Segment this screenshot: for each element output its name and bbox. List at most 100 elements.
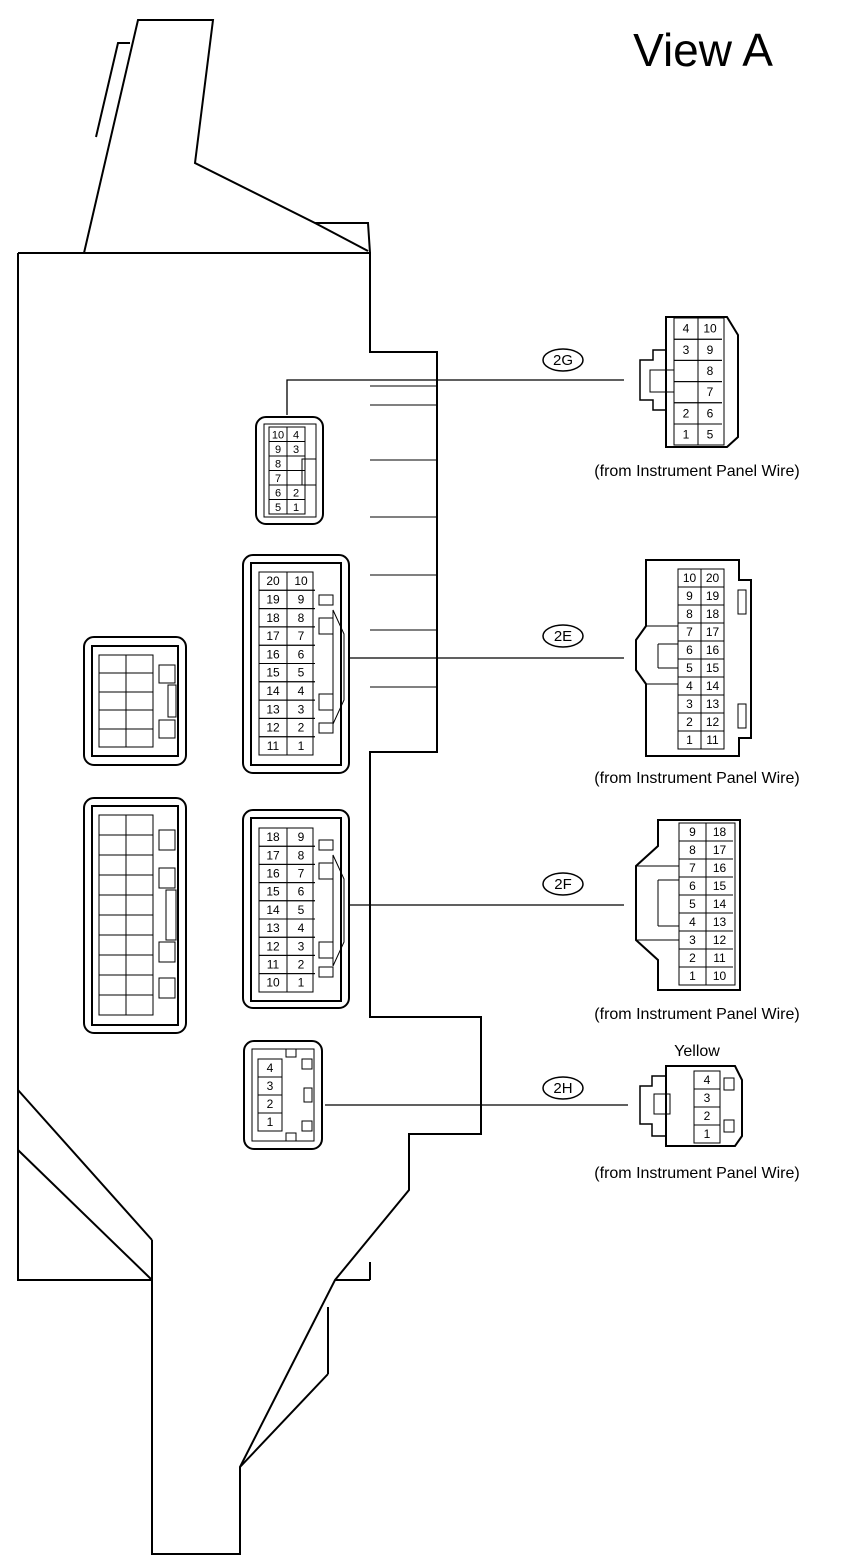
housing-2f-pin: 8 — [298, 848, 305, 862]
housing-2e-pin: 13 — [266, 702, 280, 716]
housing-2f-pin: 7 — [298, 867, 305, 881]
housing-2e-pin: 8 — [298, 611, 305, 625]
connector-id-2e: 2E — [554, 628, 572, 645]
view-title: View A — [633, 24, 773, 76]
housing-2g-pin: 8 — [275, 458, 281, 470]
housing-2g-pin: 1 — [293, 502, 299, 514]
leader-lines — [286, 379, 628, 1106]
housing-2e — [242, 554, 350, 774]
housing-2e-pin: 6 — [298, 647, 305, 661]
housing-2f-pin: 15 — [266, 885, 280, 899]
housing-2e-pin: 20 — [266, 574, 280, 588]
housing-2f-pin: 12 — [266, 939, 280, 953]
housing-2e-pin: 18 — [266, 611, 280, 625]
housing-2h-pin: 2 — [267, 1097, 274, 1111]
face-2e-pin: 7 — [686, 625, 693, 639]
face-2e-pin: 4 — [686, 679, 693, 693]
face-2e-pin: 17 — [706, 625, 720, 639]
housing-2f-pin: 13 — [266, 921, 280, 935]
junction-block-outline — [17, 19, 482, 1555]
face-2f-pin: 18 — [713, 825, 727, 839]
housing-2e-pin: 3 — [298, 702, 305, 716]
face-2e-pin: 1 — [686, 733, 693, 747]
face-2f-pin: 10 — [713, 969, 727, 983]
housing-2g-pin: 3 — [293, 444, 299, 456]
housing-2e-pin: 1 — [298, 739, 305, 753]
housing-2g-pin: 6 — [275, 487, 281, 499]
housing-2e-pin: 14 — [266, 684, 280, 698]
housing-2f-pin: 17 — [266, 848, 280, 862]
face-2e-pin: 16 — [706, 643, 720, 657]
face-2e-pin: 19 — [706, 589, 720, 603]
face-2e-pin: 8 — [686, 607, 693, 621]
face-2h-pin: 4 — [704, 1073, 711, 1087]
housing-2f-pin: 5 — [298, 903, 305, 917]
relay-slots — [370, 385, 437, 688]
housing-2h — [243, 1040, 323, 1150]
face-2f — [635, 819, 741, 991]
housing-2g-pin: 2 — [293, 487, 299, 499]
housing-2e-pin: 2 — [298, 721, 305, 735]
face-2f-pin: 17 — [713, 843, 727, 857]
face-2e-pin: 20 — [706, 571, 720, 585]
face-2f-pin: 15 — [713, 879, 727, 893]
face-2f-pin: 14 — [713, 897, 727, 911]
pin-grids — [258, 338, 733, 1126]
housing-2h-pin: 1 — [267, 1115, 274, 1129]
face-2g-pin: 3 — [683, 343, 690, 357]
face-2f-pin: 11 — [713, 951, 726, 965]
housing-2f-pin: 3 — [298, 939, 305, 953]
housing-2f-pin: 1 — [298, 976, 305, 990]
face-2f-pin: 8 — [689, 843, 696, 857]
face-2e-pin: 18 — [706, 607, 720, 621]
face-2f-pin: 12 — [713, 933, 727, 947]
color-label-2h: Yellow — [674, 1043, 720, 1060]
unlabeled-connector-upper — [83, 636, 187, 766]
housing-2f-pin: 9 — [298, 830, 305, 844]
face-2g-pin: 2 — [683, 406, 690, 420]
face-2f-pin: 16 — [713, 861, 727, 875]
face-2f-pin: 4 — [689, 915, 696, 929]
face-2e-pin: 5 — [686, 661, 693, 675]
face-2f-pin: 3 — [689, 933, 696, 947]
face-2e-pin: 11 — [706, 733, 719, 747]
unlabeled-connector-lower — [83, 797, 187, 1034]
housing-2g-pin: 5 — [275, 502, 281, 514]
face-2g-pin: 4 — [683, 322, 690, 336]
face-2e-pin: 15 — [706, 661, 720, 675]
face-2f-pin: 7 — [689, 861, 696, 875]
face-2e-pin: 12 — [706, 715, 720, 729]
housing-2g-pin: 9 — [275, 444, 281, 456]
housing-2e-pin: 9 — [298, 592, 305, 606]
housing-2g-pin: 10 — [272, 429, 284, 441]
face-2g-pin: 9 — [707, 343, 714, 357]
face-2h-pin: 2 — [704, 1109, 711, 1123]
housing-2e-pin: 12 — [266, 721, 280, 735]
housing-2f-pin: 11 — [267, 958, 280, 972]
housing-2g-pin: 4 — [293, 429, 299, 441]
face-2e-pin: 14 — [706, 679, 720, 693]
face-2e-pin: 13 — [706, 697, 720, 711]
face-2f-pin: 5 — [689, 897, 696, 911]
face-2e-pin: 2 — [686, 715, 693, 729]
face-2h-pin: 3 — [704, 1091, 711, 1105]
face-2g-pin: 6 — [707, 406, 714, 420]
face-2f-pin: 1 — [689, 969, 696, 983]
housing-2f-pin: 16 — [266, 867, 280, 881]
housing-2f-pin: 2 — [298, 958, 305, 972]
housing-2g-pin: 7 — [275, 473, 281, 485]
housing-2e-pin: 11 — [267, 739, 280, 753]
housing-2f — [242, 809, 350, 1009]
connector-id-2f: 2F — [554, 876, 572, 893]
housing-2e-pin: 5 — [298, 666, 305, 680]
face-2e-pin: 3 — [686, 697, 693, 711]
housing-2h-pin: 3 — [267, 1079, 274, 1093]
housing-2f-pin: 6 — [298, 885, 305, 899]
housing-2h-pin: 4 — [267, 1061, 274, 1075]
caption-2g: (from Instrument Panel Wire) — [594, 463, 799, 480]
housing-2e-pin: 10 — [294, 574, 308, 588]
housing-2e-pin: 16 — [266, 647, 280, 661]
housing-2e-pin: 7 — [298, 629, 305, 643]
